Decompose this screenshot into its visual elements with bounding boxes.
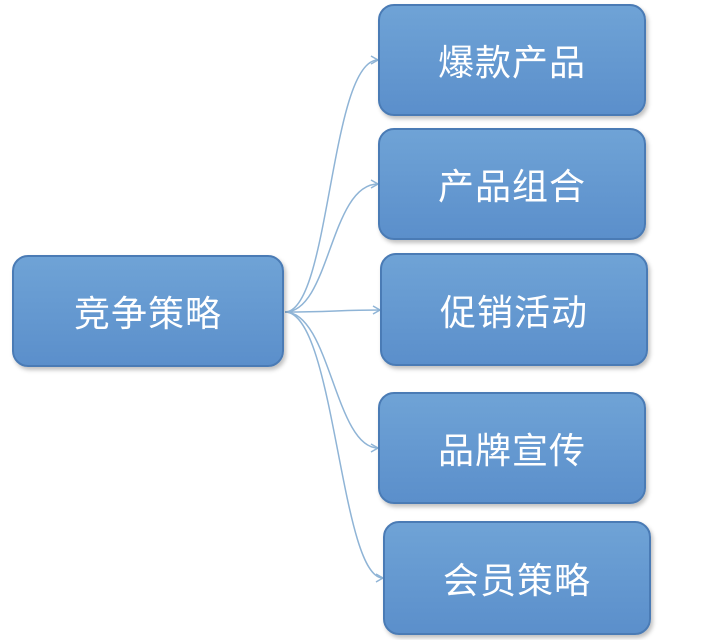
child-node-4-label: 品牌宣传 (437, 431, 586, 472)
connector-to-child-3 (284, 305, 382, 315)
root-node-label: 竞争策略 (73, 294, 222, 335)
child-node-5-label: 会员策略 (442, 561, 591, 602)
child-node-1-label: 爆款产品 (437, 43, 586, 84)
connector-to-child-4 (284, 311, 380, 453)
child-node-4: 品牌宣传 (378, 392, 646, 504)
connector-to-child-2 (284, 179, 380, 313)
connector-to-child-5 (284, 311, 385, 583)
child-node-1: 爆款产品 (378, 4, 646, 116)
child-node-3-label: 促销活动 (439, 292, 588, 334)
child-node-3: 促销活动 (380, 253, 648, 366)
child-node-2: 产品组合 (378, 128, 646, 240)
root-node: 竞争策略 (12, 255, 284, 367)
connector-to-child-1 (284, 55, 380, 313)
child-node-2-label: 产品组合 (437, 167, 586, 208)
child-node-5: 会员策略 (383, 521, 651, 635)
